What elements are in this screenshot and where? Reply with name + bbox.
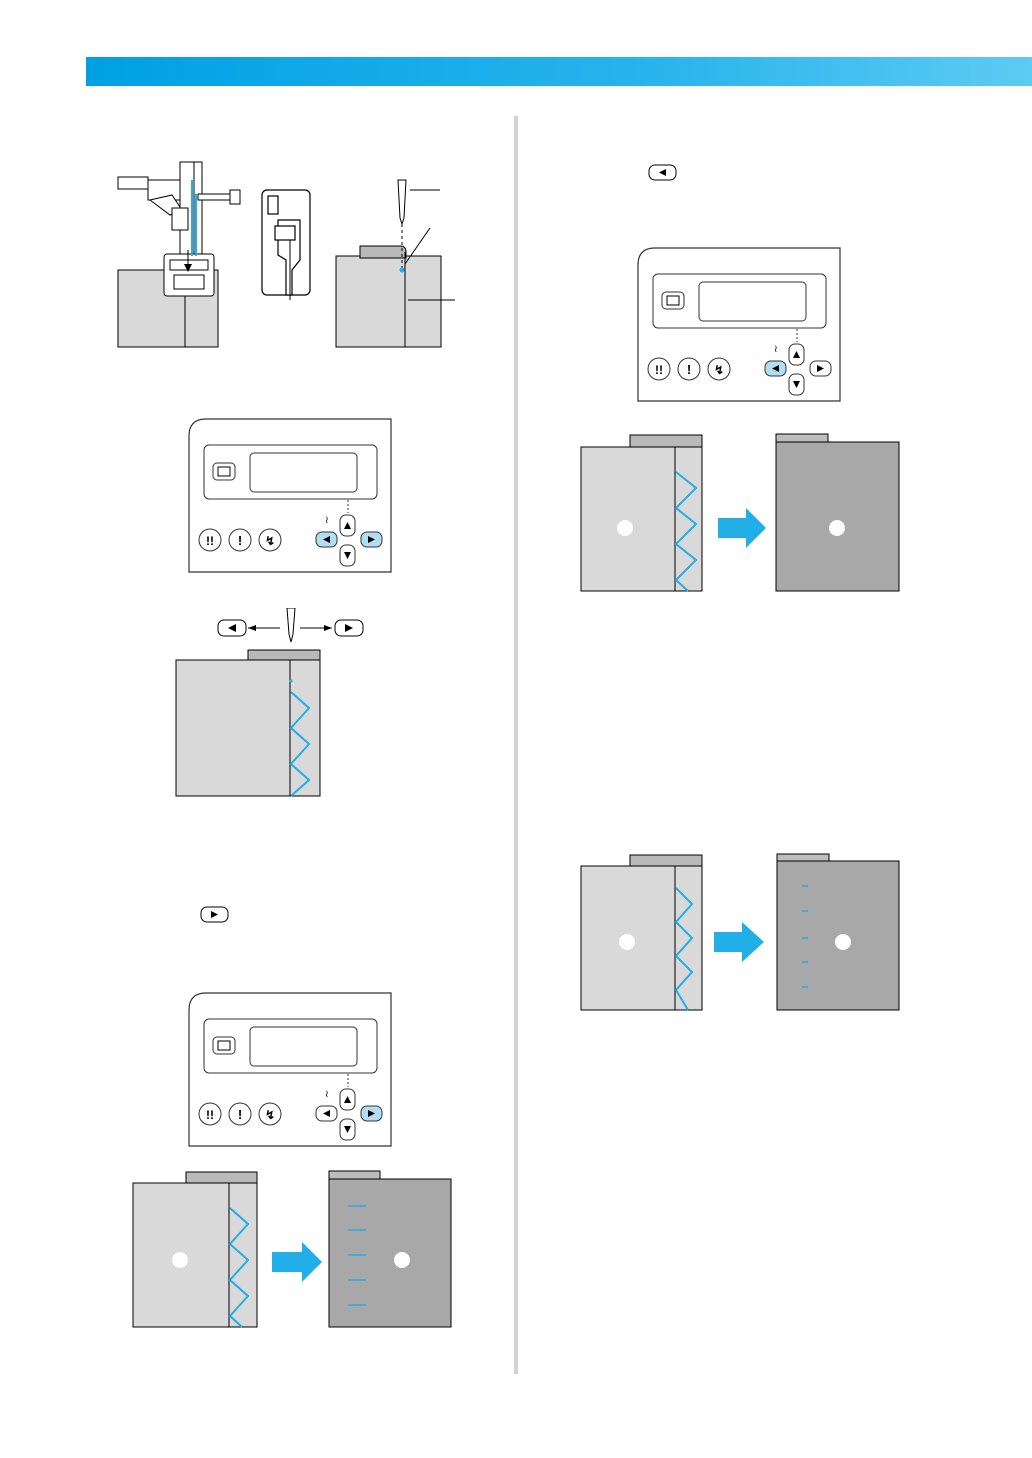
svg-text:≀: ≀ <box>325 1089 329 1100</box>
blue-arrow-icon <box>714 922 764 962</box>
svg-text:↯: ↯ <box>265 534 275 548</box>
fabric-before-after-3 <box>580 852 902 1014</box>
svg-text:!!: !! <box>206 534 214 548</box>
svg-text:!: ! <box>238 533 242 548</box>
column-divider <box>514 116 518 1374</box>
svg-text:≀: ≀ <box>325 515 329 526</box>
svg-text:≀: ≀ <box>774 344 778 355</box>
fabric-before-after-2 <box>580 432 902 594</box>
figure-needle-movement <box>170 608 370 800</box>
figure-machine-and-foot <box>110 160 470 355</box>
svg-text:!!: !! <box>206 1108 214 1122</box>
fabric-before-after-1 <box>132 1168 454 1330</box>
control-panel-2: !! ! ↯ ≀ <box>188 992 392 1147</box>
left-button-reference-icon <box>648 164 678 182</box>
svg-text:!: ! <box>687 362 691 377</box>
svg-text:↯: ↯ <box>714 363 724 377</box>
svg-text:↯: ↯ <box>265 1108 275 1122</box>
header-banner <box>86 57 1032 86</box>
blue-arrow-icon <box>718 508 766 548</box>
svg-text:!: ! <box>238 1107 242 1122</box>
right-button-reference-icon <box>200 906 230 924</box>
control-panel-3: !! ! ↯ ≀ <box>637 247 841 402</box>
svg-text:!!: !! <box>655 363 663 377</box>
blue-arrow-icon <box>272 1242 322 1282</box>
control-panel-1: !! ! ↯ ≀ <box>188 418 392 573</box>
